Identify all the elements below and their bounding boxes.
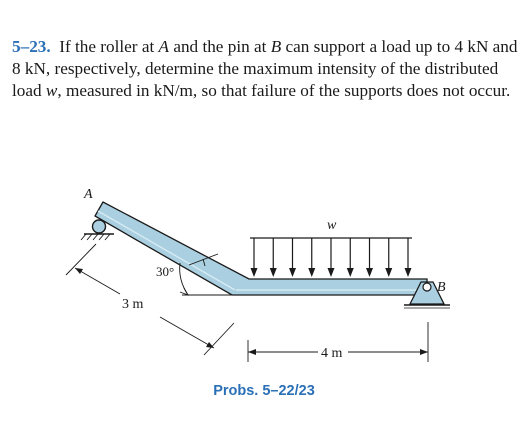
text-part-2: and the pin at [169,37,271,56]
horizontal-dimension-label: 4 m [321,346,343,361]
load-arrow-head [308,268,316,277]
load-arrow-head [289,268,296,277]
beam [94,201,428,296]
problem-statement: 5–23. If the roller at A and the pin at … [12,36,520,102]
incline-dimension [65,243,235,356]
label-b: B [437,280,446,295]
point-a-ref: A [158,37,170,56]
load-arrow-head [346,268,354,277]
label-a: A [83,187,93,202]
distributed-load [250,237,412,277]
angle-indicator [179,253,240,296]
load-arrow-head [404,268,412,277]
load-arrows [250,238,412,277]
text-part-4: , measured in kN/m, so that failure of t… [57,81,511,100]
load-symbol-ref: w [45,81,58,100]
load-arrow-head [385,268,393,277]
pin-support-b [404,281,450,309]
point-b-ref: B [270,37,282,56]
angle-label: 30° [156,264,174,279]
roller-support-a [80,219,114,241]
problem-number: 5–23. [12,37,51,56]
load-arrow-head [366,268,373,277]
text-part-1: If the roller at [59,37,159,56]
text-part-3: can support a load up to 4 kN and 8 kN, … [12,37,518,100]
load-arrow-head [250,268,258,277]
figure-caption: Probs. 5–22/23 [213,383,315,399]
horizontal-dimension [247,322,429,362]
load-arrow-head [327,268,335,277]
label-w: w [327,218,337,233]
incline-dimension-label: 3 m [122,297,144,312]
load-arrow-head [269,268,277,277]
